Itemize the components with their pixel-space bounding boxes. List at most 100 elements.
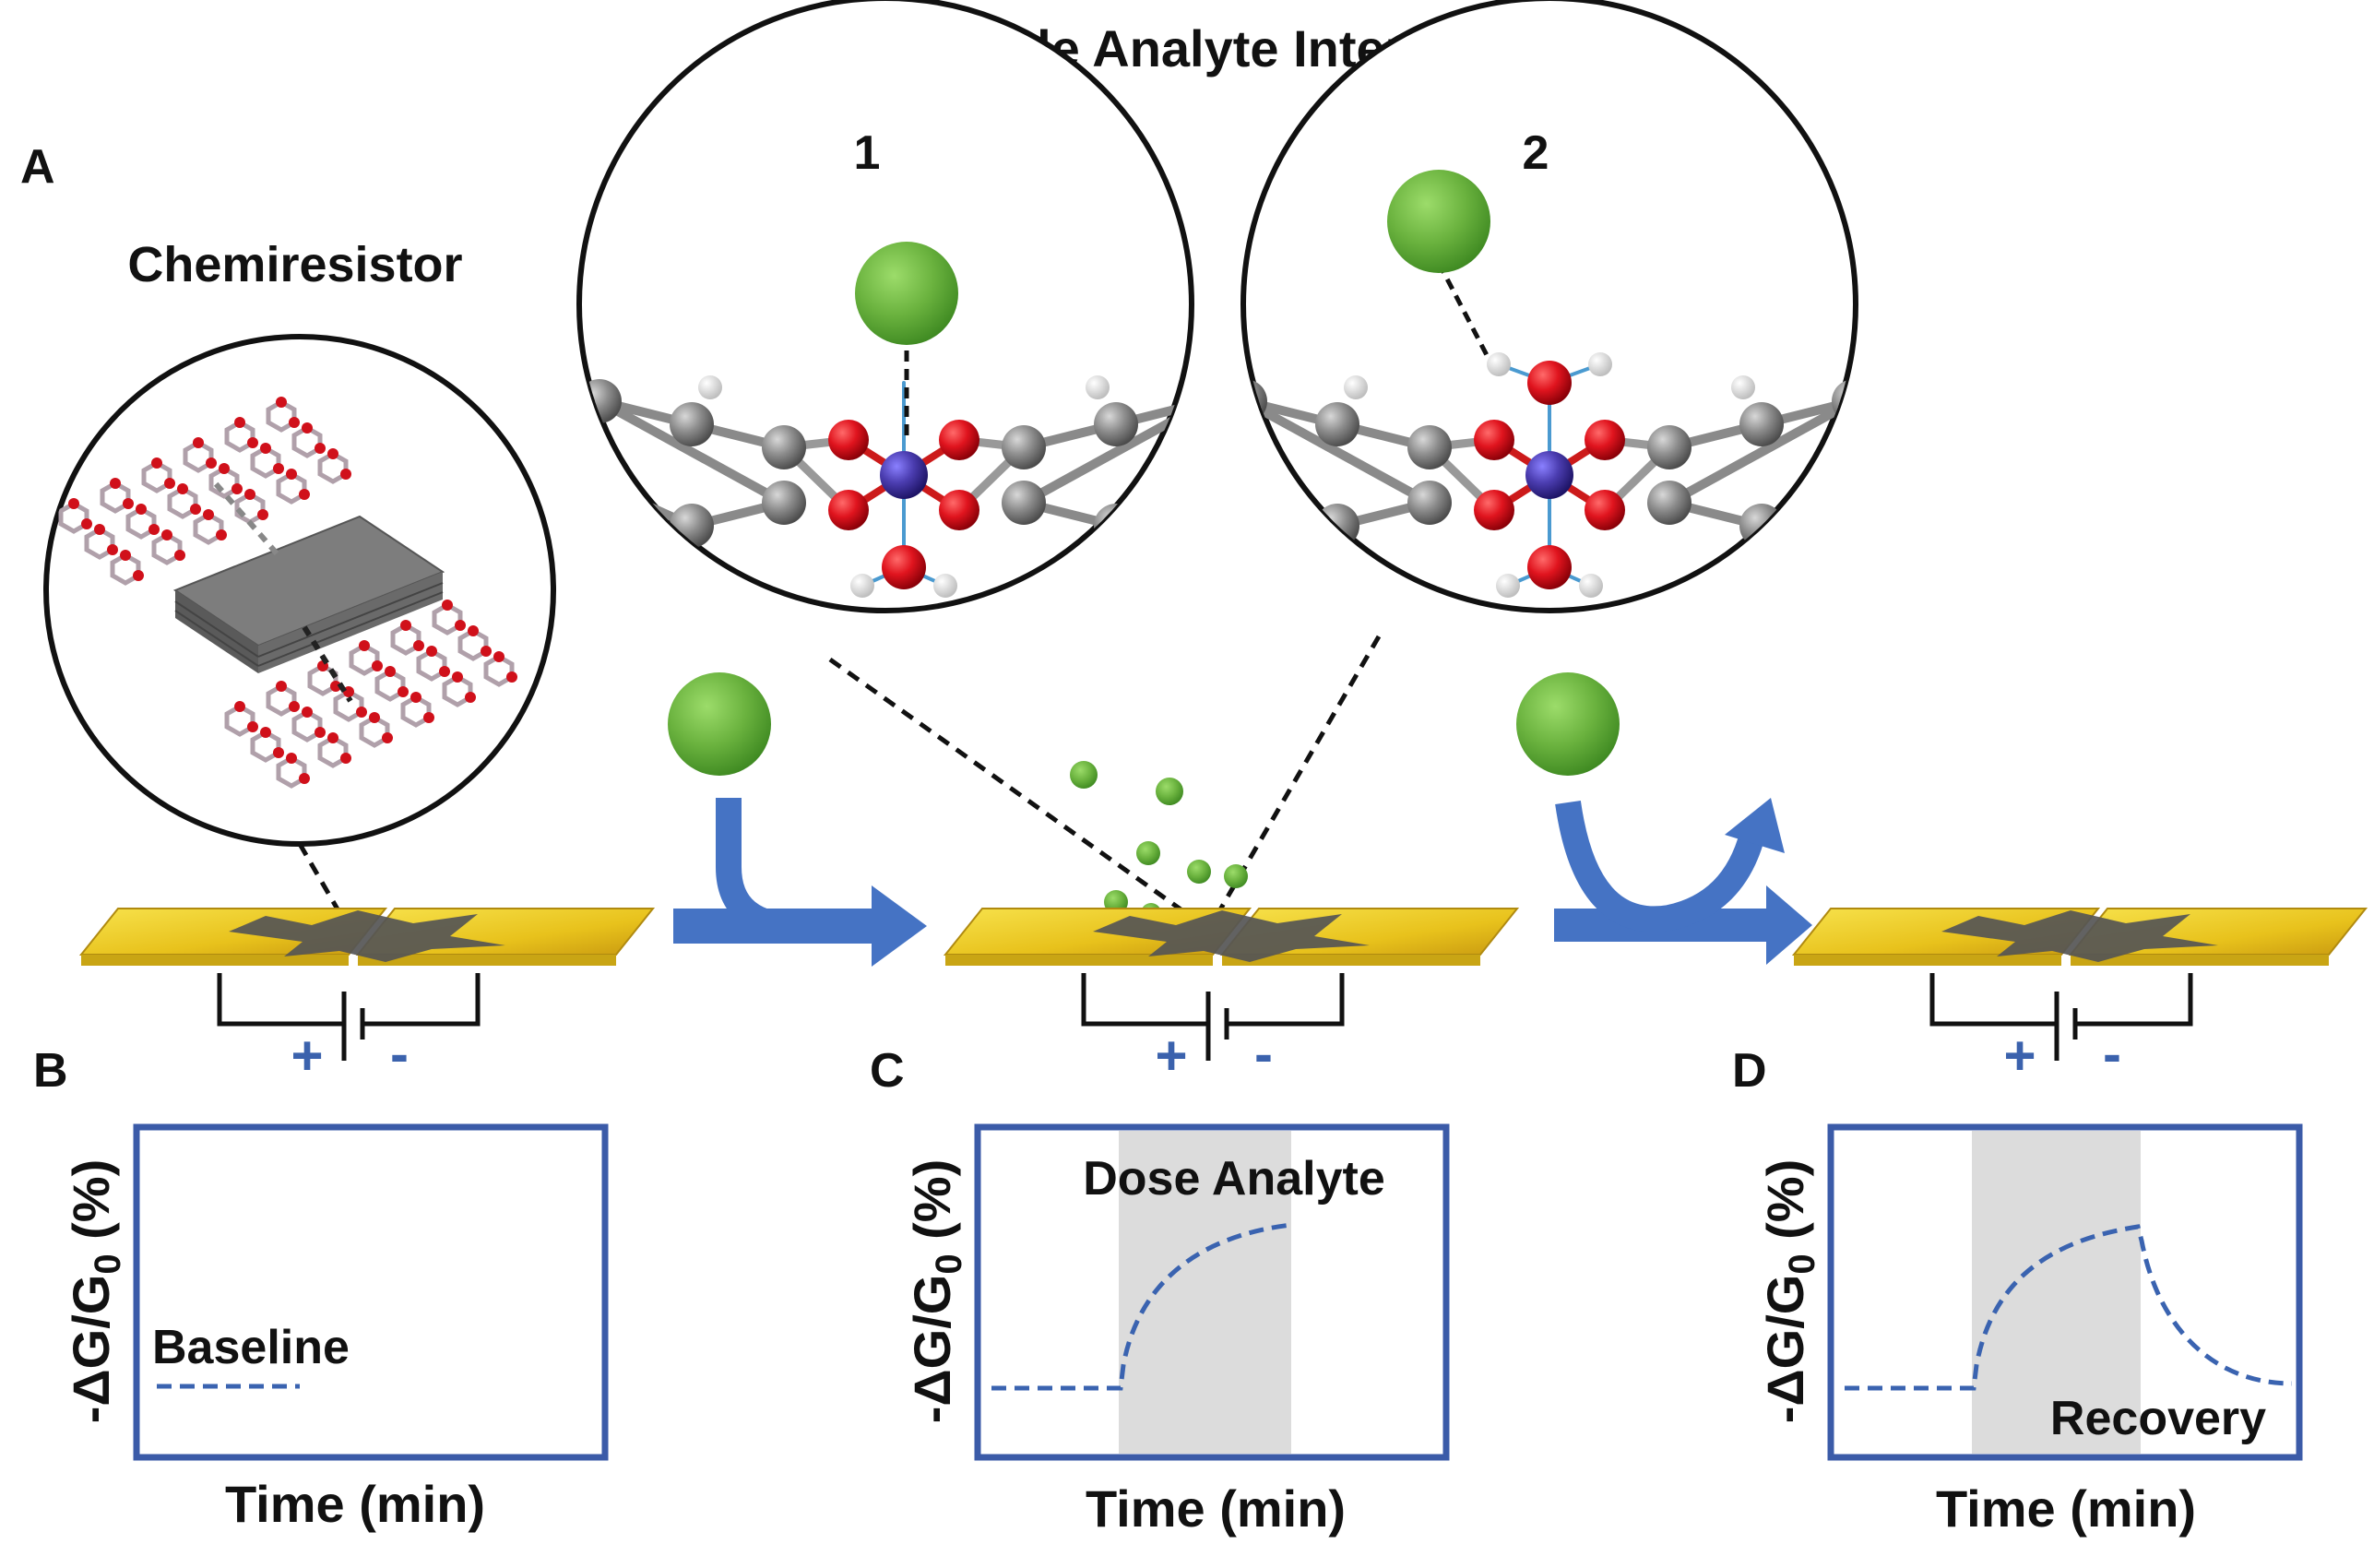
chemiresistor-label: Chemiresistor (127, 237, 462, 292)
oxygen-atom (151, 457, 162, 469)
carbon-atom (513, 411, 557, 456)
circuit-wire-right (362, 973, 481, 1027)
oxygen-atom (174, 550, 185, 561)
graph-frame (974, 1123, 1450, 1461)
mof-ring (167, 486, 198, 519)
oxygen-atom (423, 712, 434, 723)
panel-letter-c: C (870, 1044, 905, 1098)
bond (1849, 429, 1856, 489)
interaction-number-1: 1 (854, 126, 881, 180)
oxygen-atom (828, 490, 869, 530)
sensing-film (229, 910, 505, 962)
oxygen-atom (273, 747, 284, 758)
carbon-atom (1243, 379, 1267, 423)
circuit-wire-right (1227, 973, 1345, 1027)
graph-b: Baseline -ΔG/G0 (%) Time (min) (62, 1123, 609, 1533)
hydrogen-atom (850, 574, 874, 598)
mof-ring (432, 602, 463, 636)
oxygen-atom (340, 469, 351, 480)
oxygen-atom (107, 544, 118, 555)
electrode-left-edge (1794, 955, 2061, 966)
carbon-atom (1186, 462, 1192, 506)
hydrogen-atom (1224, 352, 1248, 376)
oxygen-atom (413, 640, 424, 651)
terminal-plus: + (2003, 1025, 2036, 1087)
mof-ring (151, 532, 183, 565)
carbon-atom (1407, 425, 1452, 469)
hydrogen-atom (1870, 352, 1893, 376)
oxygen-atom (302, 422, 313, 434)
oxygen-atom (136, 504, 147, 515)
oxygen-atom (257, 509, 268, 520)
interaction-number-2: 2 (1523, 126, 1549, 180)
mof-ring (457, 628, 489, 661)
oxygen-atom (94, 524, 105, 535)
bond (595, 397, 789, 507)
oxygen-atom (452, 671, 463, 683)
dose-window (1119, 1131, 1291, 1454)
oxygen-atom (247, 437, 258, 448)
circuit-wire-left (217, 973, 344, 1027)
oxygen-atom (276, 397, 287, 408)
circuit-wire-left (1081, 973, 1208, 1027)
recovery-arrow (1554, 798, 1812, 965)
oxygen-atom (410, 692, 421, 703)
carbon-atom (579, 462, 622, 506)
oxygen-atom (465, 692, 476, 703)
oxygen-atom (327, 732, 338, 743)
mof-ring (84, 527, 115, 560)
oxygen-atom (161, 529, 172, 540)
hydrogen-atom (615, 528, 639, 552)
oxygen-atom (231, 483, 243, 494)
oxygen-atom (289, 417, 300, 428)
oxygen-atom (276, 681, 287, 692)
circuit-wire-left (1929, 973, 2057, 1027)
hydrogen-atom (1496, 574, 1520, 598)
water-oxygen (1527, 361, 1572, 405)
carbon-atom (762, 425, 806, 469)
graph-frame (133, 1123, 609, 1461)
mof-ring (291, 709, 323, 742)
hydrogen-atom (1487, 352, 1511, 376)
mof-ring (183, 440, 214, 473)
oxygen-atom (327, 448, 338, 459)
oxygen-atom (1585, 490, 1625, 530)
hydrogen-atom (1086, 375, 1110, 399)
device-dosed: +- (943, 908, 1520, 1087)
mof-ring (125, 506, 157, 540)
oxygen-atom (286, 469, 297, 480)
carbon-atom (1647, 481, 1691, 525)
oxygen-atom (369, 712, 380, 723)
mof-ring (349, 643, 380, 676)
device-recovered: +- (1791, 908, 2368, 1087)
carbon-atom (1832, 462, 1856, 506)
dose-arrow (673, 798, 927, 967)
circuit-wire-right (2075, 973, 2193, 1027)
oxygen-atom (455, 620, 466, 631)
oxygen-atom (493, 651, 504, 662)
oxygen-atom (289, 701, 300, 712)
mof-ring (442, 674, 473, 707)
mof-layer-structure (58, 397, 517, 789)
oxygen-atom (939, 420, 979, 460)
bond (1243, 397, 1434, 507)
y-axis-label: -ΔG/G0 (%) (903, 1159, 969, 1423)
mof-ring (224, 420, 255, 453)
sensing-film (1941, 910, 2218, 962)
terminal-minus: - (390, 1023, 409, 1085)
graph-d: Recovery -ΔG/G0 (%) Time (min) (1756, 1123, 2303, 1538)
oxygen-atom (468, 625, 479, 636)
oxygen-atom (260, 727, 271, 738)
carbon-atom (1832, 379, 1856, 423)
water-oxygen (1527, 545, 1572, 589)
electrode-left-edge (81, 955, 349, 966)
carbon-atom (1315, 402, 1359, 446)
oxygen-atom (81, 518, 92, 529)
hydrogen-atom (1814, 528, 1838, 552)
oxygen-atom (203, 509, 214, 520)
mof-ring (208, 466, 240, 499)
mof-ring (58, 501, 89, 534)
zoom-leader-1 (828, 657, 1201, 925)
carbon-atom (1243, 462, 1267, 506)
